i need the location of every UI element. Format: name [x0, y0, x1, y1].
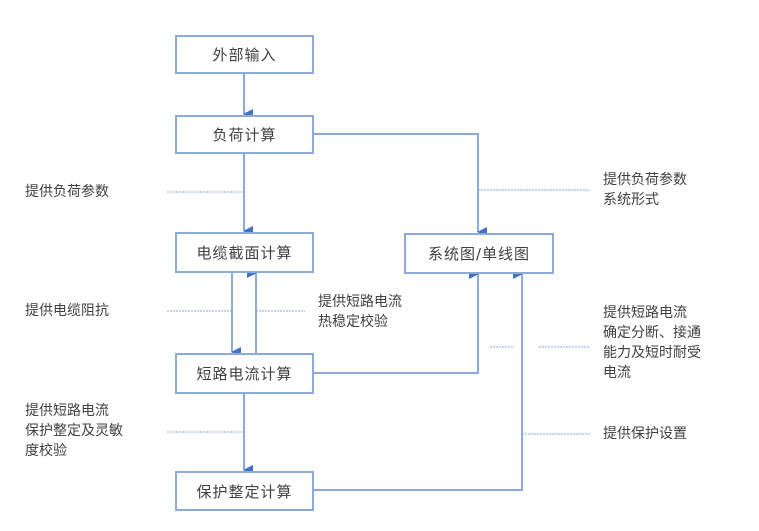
- connector-load-to-system: [313, 133, 487, 237]
- note-protection-setting: 提供保护设置: [603, 426, 687, 442]
- note-sc-protection: 提供短路电流 保护整定及灵敏 度校验: [25, 403, 123, 459]
- box-system-diagram: 系统图/单线图: [404, 233, 554, 274]
- box-cable-section-calc: 电缆截面计算: [175, 232, 314, 273]
- note-cable-impedance: 提供电缆阻抗: [25, 303, 109, 319]
- note-load-params-left: 提供负荷参数: [25, 184, 109, 200]
- box-external-input: 外部输入: [175, 35, 314, 74]
- note-load-params-right: 提供负荷参数 系统形式: [603, 172, 687, 208]
- connector-protection-to-system: [313, 269, 523, 491]
- connector-sc-to-system: [313, 269, 479, 374]
- box-protection-setting-calc: 保护整定计算: [175, 471, 314, 511]
- note-sc-breaking: 提供短路电流 确定分断、接通 能力及短时耐受 电流: [603, 305, 701, 381]
- box-short-circuit-calc: 短路电流计算: [175, 353, 314, 394]
- box-load-calc: 负荷计算: [175, 115, 314, 154]
- note-sc-thermal: 提供短路电流 热稳定校验: [318, 294, 402, 330]
